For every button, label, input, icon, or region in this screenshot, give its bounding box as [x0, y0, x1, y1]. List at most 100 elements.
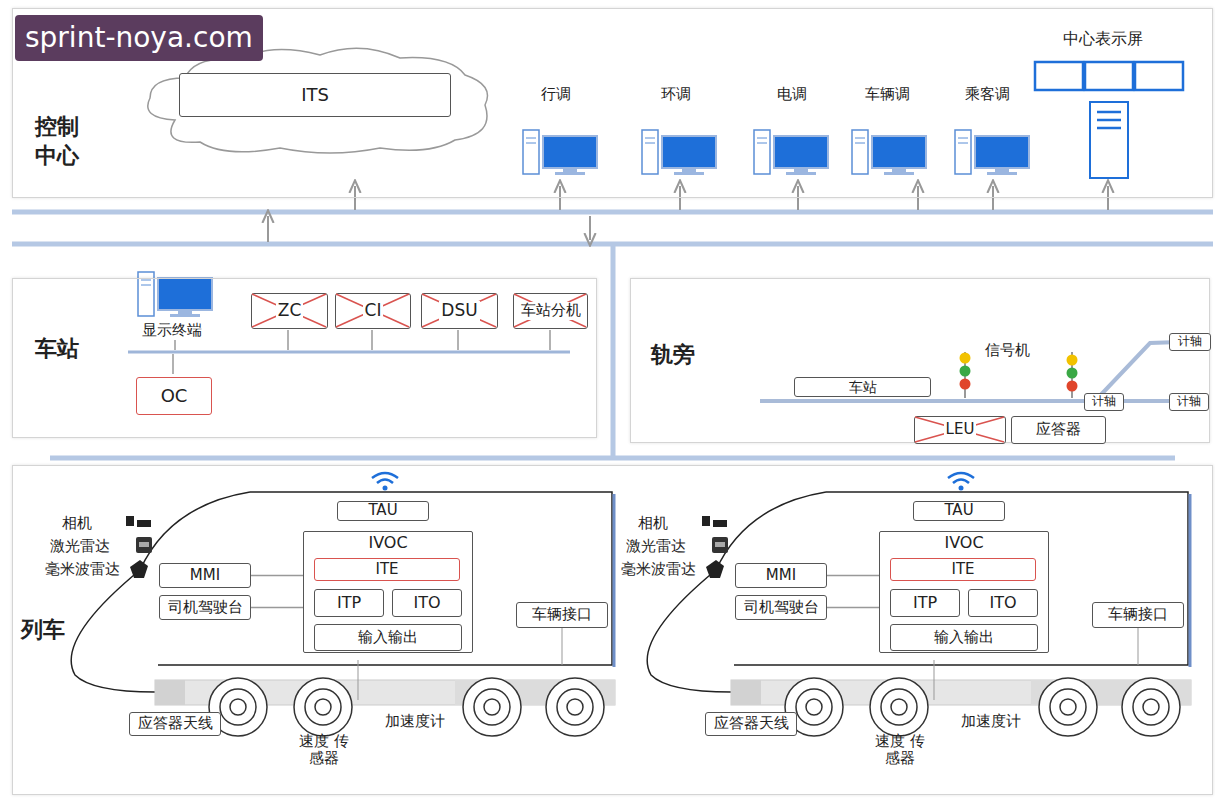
callout-label: 相机: [62, 515, 92, 532]
component-box: 司机驾驶台: [159, 595, 251, 620]
component-box: 应答器天线: [705, 712, 797, 736]
box-label: ITE: [375, 561, 398, 578]
callout-label: 速度 传感器: [874, 733, 926, 768]
box-label: MMI: [190, 567, 220, 584]
component-box: MMI: [159, 563, 251, 588]
callout-label: 中心表示屏: [1063, 30, 1143, 48]
callout-label: 加速度计: [385, 713, 445, 730]
component-box: OC: [136, 377, 212, 415]
box-label: ITO: [989, 594, 1016, 612]
station-links: [173, 330, 550, 374]
box-label: ZC: [276, 301, 304, 321]
region-title: 列车: [21, 616, 73, 645]
component-box: MMI: [735, 563, 827, 588]
track: [760, 341, 1210, 401]
box-label: 应答器天线: [138, 715, 213, 732]
box-label: MMI: [766, 567, 796, 584]
box-label: DSU: [439, 301, 479, 321]
unit-box: IVOC ITE ITP ITO 输入输出: [879, 531, 1049, 653]
box-label: 输入输出: [358, 629, 418, 646]
box-label: ITP: [337, 594, 361, 612]
component-box: 计轴: [1169, 333, 1211, 351]
box-label: 计轴: [1092, 395, 1116, 409]
backbone: [12, 212, 1213, 458]
component-box: 计轴: [1084, 393, 1124, 411]
watermark: sprint-noya.com: [15, 15, 263, 61]
region-band: 轨旁车站计轴计轴计轴LEU应答器: [630, 278, 1210, 443]
box-label: 车辆接口: [1108, 606, 1168, 623]
connector: [827, 575, 879, 577]
callout-label: 乘客调: [965, 86, 1010, 103]
box-label: TAU: [368, 502, 397, 519]
component-box: 车站分机: [513, 293, 588, 329]
region-title: 轨旁: [651, 341, 703, 370]
box-label: 司机驾驶台: [168, 599, 243, 616]
callout-label: 速度 传感器: [298, 733, 350, 768]
component-box: 车辆接口: [516, 602, 608, 628]
box-label: 司机驾驶台: [744, 599, 819, 616]
callout-label: 毫米波雷达: [621, 561, 696, 578]
region-title: 车站: [35, 335, 87, 364]
callout-label: 激光雷达: [50, 538, 110, 555]
component-box: ITS: [179, 73, 451, 117]
callout-label: 显示终端: [142, 322, 202, 339]
region-title: 控制 中心: [35, 113, 87, 170]
box-label: 车站: [849, 379, 877, 395]
component-box: CI: [335, 293, 411, 329]
component-box: ZC: [251, 293, 328, 329]
box-label: 应答器: [1036, 421, 1081, 438]
callout-label: 毫米波雷达: [45, 561, 120, 578]
connector: [827, 607, 879, 609]
box-label: ITE: [951, 561, 974, 578]
callout-label: 信号机: [985, 342, 1030, 359]
component-box: 应答器: [1011, 416, 1106, 444]
box-label: 车辆接口: [532, 606, 592, 623]
component-box: 应答器天线: [129, 712, 221, 736]
box-label: IVOC: [304, 534, 472, 552]
box-label: 计轴: [1177, 395, 1201, 409]
box-label: ITO: [413, 594, 440, 612]
component-box: 司机驾驶台: [735, 595, 827, 620]
component-box: ITP: [890, 589, 960, 617]
link-arrows: [268, 186, 1108, 242]
region-band: 列车 TAU IVOC ITE ITP ITO 输入输出 MMI 司机驾驶台 车辆接口应答器天线 T…: [12, 465, 1213, 795]
callout-label: 行调: [541, 86, 571, 103]
component-box: ITE: [890, 558, 1036, 581]
connector: [251, 575, 303, 577]
callout-label: 车辆调: [865, 86, 910, 103]
box-label: 车站分机: [519, 302, 583, 319]
component-box: DSU: [421, 293, 498, 329]
component-box: ITE: [314, 558, 460, 581]
unit-box: IVOC ITE ITP ITO 输入输出: [303, 531, 473, 653]
connector: [251, 607, 303, 609]
box-label: IVOC: [880, 534, 1048, 552]
callout-label: 电调: [777, 86, 807, 103]
box-label: 输入输出: [934, 629, 994, 646]
component-box: 输入输出: [314, 624, 462, 651]
component-box: ITO: [968, 589, 1038, 617]
component-box: ITP: [314, 589, 384, 617]
box-label: 计轴: [1178, 335, 1202, 349]
box-label: CI: [363, 301, 384, 321]
region-band: 车站 ZC CI DSU 车站分机 OC: [12, 278, 597, 438]
callout-label: 相机: [638, 515, 668, 532]
component-box: 车辆接口: [1092, 602, 1184, 628]
box-label: ITP: [913, 594, 937, 612]
component-box: LEU: [914, 416, 1006, 444]
component-box: TAU: [913, 501, 1005, 521]
component-box: ITO: [392, 589, 462, 617]
cloud: [148, 48, 488, 153]
component-box: 计轴: [1169, 393, 1209, 411]
component-box: TAU: [337, 501, 429, 521]
box-label: TAU: [944, 502, 973, 519]
box-label: 应答器天线: [714, 715, 789, 732]
component-box: 输入输出: [890, 624, 1038, 651]
callout-label: 加速度计: [961, 713, 1021, 730]
callout-label: 激光雷达: [626, 538, 686, 555]
station-bus: [128, 351, 570, 354]
box-label: LEU: [944, 421, 977, 438]
component-box: 车站: [794, 377, 931, 397]
box-label: OC: [161, 386, 188, 407]
display-screen: [1035, 62, 1183, 178]
box-label: ITS: [301, 85, 329, 106]
